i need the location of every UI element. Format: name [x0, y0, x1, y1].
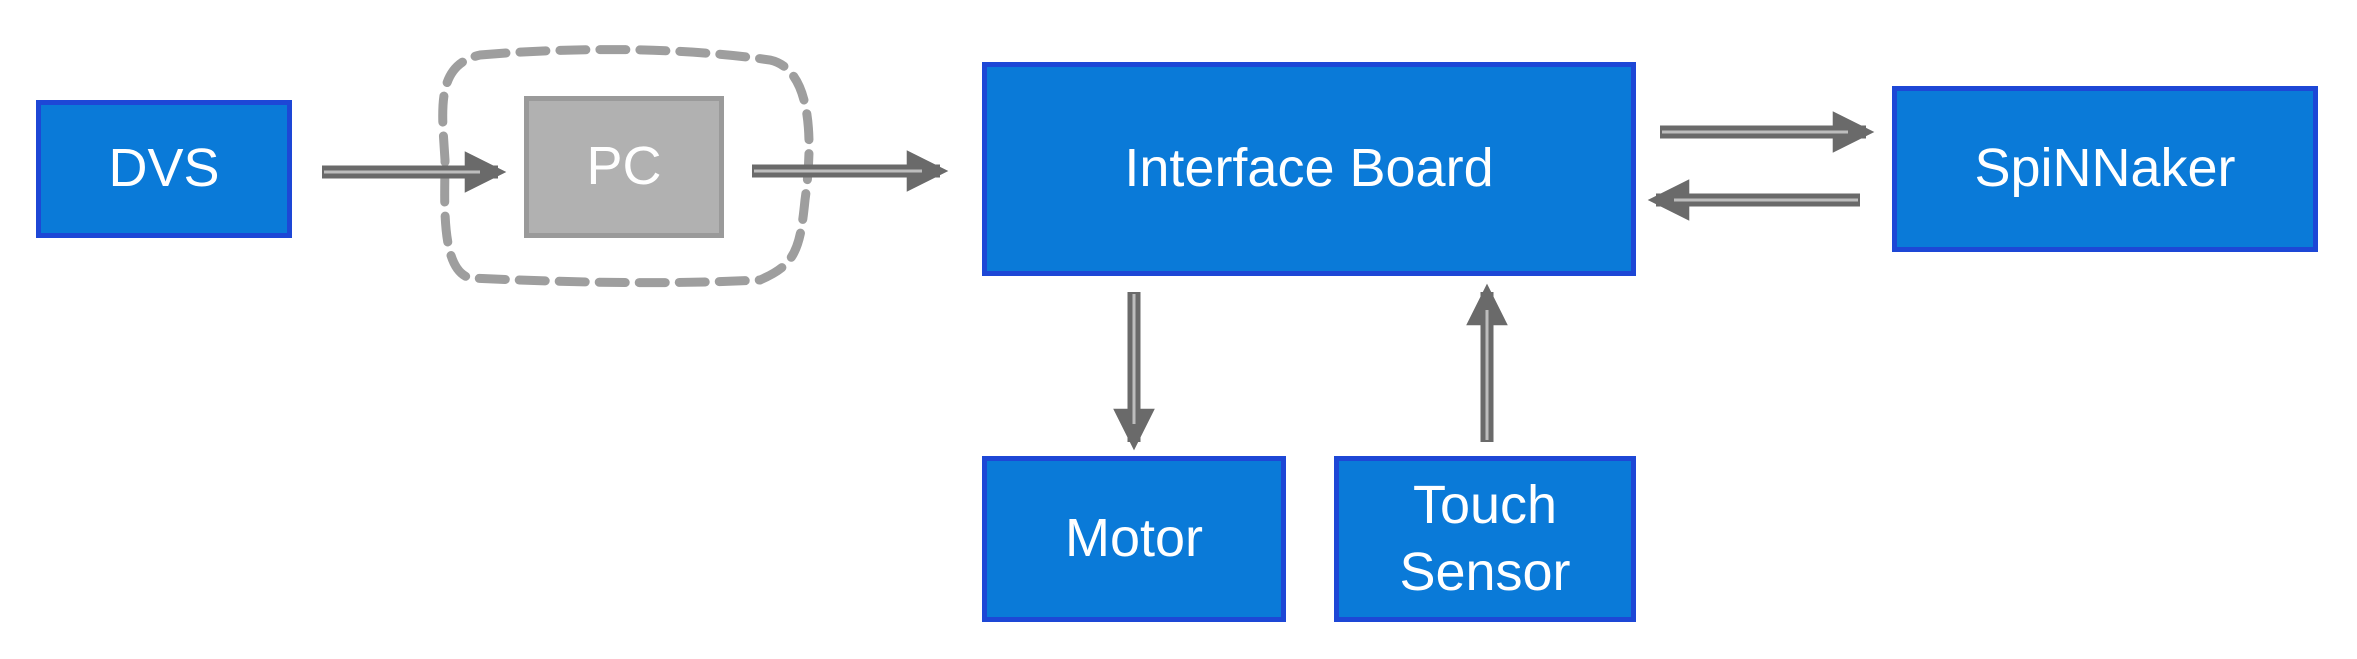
motor-node: Motor: [982, 456, 1286, 622]
interface-board-label: Interface Board: [1124, 138, 1494, 199]
touch-sensor-node: Touch Sensor: [1334, 456, 1636, 622]
spinnaker-label: SpiNNaker: [1974, 138, 2236, 199]
motor-label: Motor: [1064, 508, 1204, 569]
arrow-highlights: [324, 130, 1858, 440]
interface-board-node: Interface Board: [982, 62, 1636, 276]
pc-label: PC: [586, 136, 662, 197]
pc-node: PC: [524, 96, 724, 238]
spinnaker-node: SpiNNaker: [1892, 86, 2318, 252]
dvs-node: DVS: [36, 100, 292, 238]
touch-sensor-label: Touch Sensor: [1399, 474, 1571, 603]
dvs-label: DVS: [108, 138, 220, 199]
